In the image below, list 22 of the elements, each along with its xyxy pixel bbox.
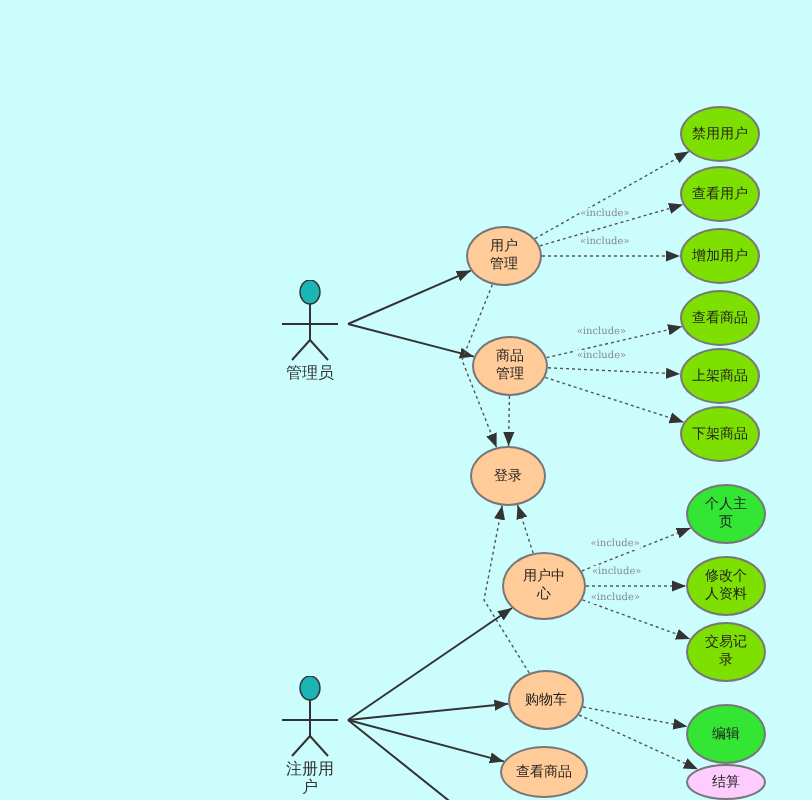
- dashed-arrow: [578, 714, 699, 770]
- arrow: [347, 323, 475, 359]
- arrow: [347, 719, 505, 764]
- dashed-arrow: [503, 395, 515, 447]
- dashed-arrow: [547, 367, 681, 379]
- dashed-arrow: [581, 527, 692, 572]
- dashed-arrow: [534, 150, 690, 240]
- arrow: [347, 269, 472, 325]
- dashed-arrow: [545, 324, 683, 359]
- dashed-arrow: [581, 599, 691, 640]
- actor-name: 注册用户: [284, 760, 336, 796]
- actor-name: 管理员: [284, 364, 336, 382]
- dashed-arrow: [544, 376, 685, 424]
- dashed-arrow: [516, 504, 534, 554]
- dashed-arrow: [582, 706, 688, 730]
- arrow: [347, 607, 513, 721]
- dashed-arrow: [539, 203, 684, 247]
- arrow: [347, 699, 510, 721]
- dashed-arrow: [541, 250, 681, 262]
- dashed-arrow: [585, 580, 687, 592]
- dashed-arrow: [483, 504, 530, 674]
- dashed-arrow: [461, 283, 498, 449]
